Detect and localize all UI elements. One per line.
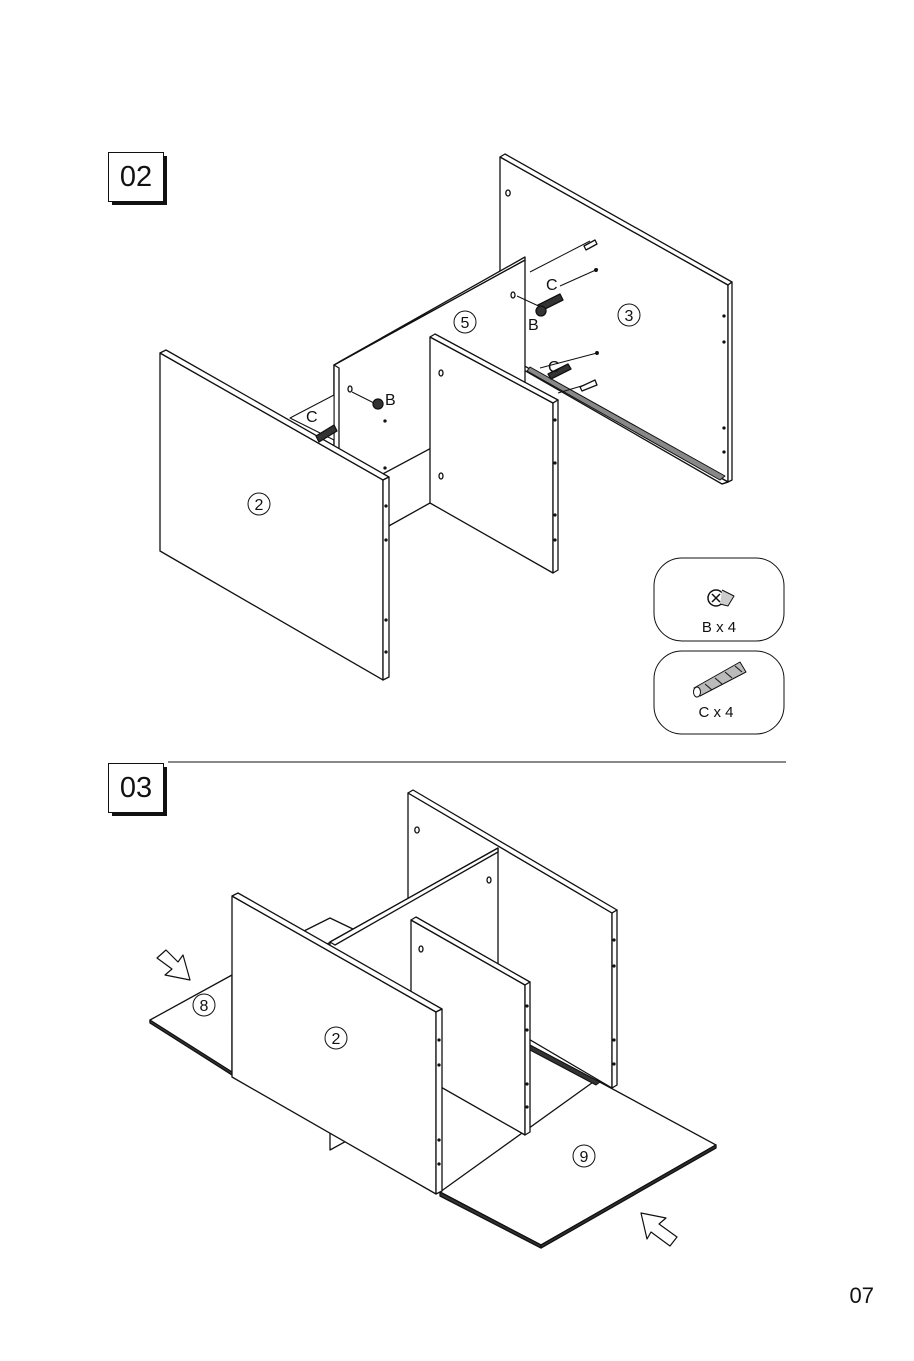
svg-text:9: 9 [580, 1149, 589, 1166]
svg-text:8: 8 [200, 998, 209, 1015]
part-label-2-step03: 2 [325, 1027, 347, 1049]
part-label-5: 5 [454, 311, 476, 333]
step-02-drawing: C B C B C 5 3 2 [160, 154, 732, 680]
step-03-drawing: 8 2 9 [150, 790, 716, 1248]
svg-text:5: 5 [461, 315, 470, 332]
insert-arrow-left-icon [157, 950, 190, 980]
callout-b-1: B [528, 317, 539, 334]
part-label-3: 3 [618, 304, 640, 326]
callout-c-3: C [306, 409, 318, 426]
svg-text:2: 2 [255, 497, 264, 514]
part-label-2: 2 [248, 493, 270, 515]
callout-c-2: C [548, 359, 560, 376]
svg-text:2: 2 [332, 1031, 341, 1048]
hardware-b-box: B x 4 [654, 558, 784, 641]
hardware-c-box: C x 4 [654, 651, 784, 734]
part-label-9: 9 [573, 1145, 595, 1167]
callout-c-1: C [546, 277, 558, 294]
hardware-c-label: C x 4 [698, 704, 733, 721]
callout-b-2: B [385, 392, 396, 409]
hardware-b-label: B x 4 [702, 619, 736, 636]
bottom-panel-8 [150, 975, 240, 1080]
svg-text:3: 3 [625, 308, 634, 325]
page-number: 07 [850, 1283, 874, 1309]
part-label-8: 8 [193, 994, 215, 1016]
insert-arrow-right-icon [641, 1213, 677, 1246]
